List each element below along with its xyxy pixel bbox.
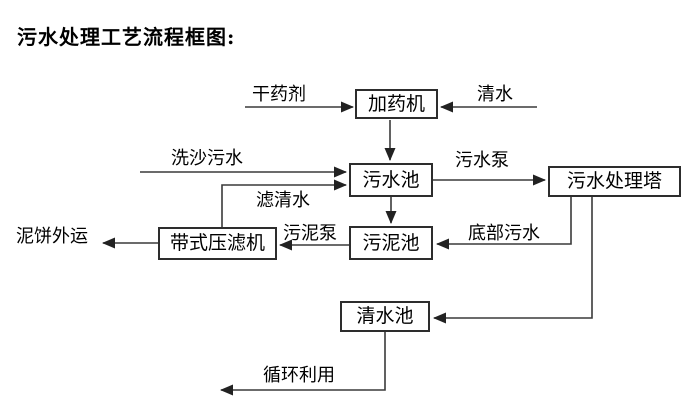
- arrow-tower-to-clear-pool: [433, 197, 593, 324]
- page-title: 污水处理工艺流程框图:: [17, 25, 236, 49]
- flow-label-recycling: 循环利用: [263, 365, 335, 386]
- node-dosing-machine: 加药机: [355, 89, 438, 119]
- flow-label-bottom-sewage: 底部污水: [468, 223, 540, 244]
- node-sewage-pool: 污水池: [349, 163, 433, 197]
- node-sludge-pool: 污泥池: [349, 226, 433, 260]
- flow-label-sewage-pump: 污水泵: [455, 150, 509, 171]
- flow-label-mud-cake-shipping: 泥饼外运: [16, 226, 88, 247]
- arrow-clear-pool-to-recycling: [220, 332, 386, 396]
- flow-label-dry-agent: 干药剂: [252, 84, 306, 105]
- flow-label-sand-washing-sewage: 洗沙污水: [171, 148, 243, 169]
- node-sewage-treatment-tower: 污水处理塔: [548, 166, 681, 197]
- node-belt-filter-press: 带式压滤机: [158, 227, 277, 260]
- flow-label-sludge-pump: 污泥泵: [283, 223, 337, 244]
- arrow-bottom-sewage-to-sludge-pool: [436, 197, 572, 250]
- flow-label-filtered-water: 滤清水: [256, 190, 310, 211]
- arrow-filtered-water-to-sewage-pool: [221, 179, 347, 228]
- flow-label-clear-water: 清水: [477, 84, 513, 105]
- node-clear-water-pool: 清水池: [340, 301, 430, 332]
